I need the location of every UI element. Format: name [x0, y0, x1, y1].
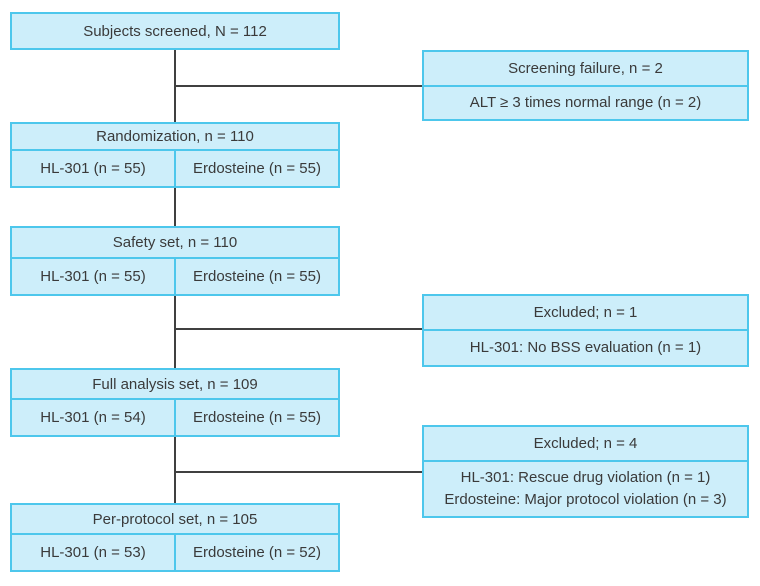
screening-failure-title: Screening failure, n = 2 — [508, 60, 663, 77]
randomization-box: Randomization, n = 110 HL-301 (n = 55) E… — [10, 122, 340, 188]
screening-failure-box: Screening failure, n = 2 ALT ≥ 3 times n… — [422, 50, 749, 121]
connector-randomization-to-safety — [174, 188, 176, 227]
subjects-screened-title: Subjects screened, N = 112 — [83, 22, 267, 40]
excluded-1-detail: HL-301: No BSS evaluation (n = 1) — [469, 338, 702, 356]
connector-full-analysis-to-per-protocol — [174, 437, 176, 503]
per-protocol-set-erdosteine-cell: Erdosteine (n = 52) — [174, 535, 338, 570]
per-protocol-set-hl301-cell: HL-301 (n = 53) — [40, 544, 146, 561]
screening-failure-detail: ALT ≥ 3 times normal range (n = 2) — [469, 93, 702, 111]
full-analysis-set-box: Full analysis set, n = 109 HL-301 (n = 5… — [10, 368, 340, 437]
full-analysis-set-hl301-cell: HL-301 (n = 54) — [40, 409, 146, 426]
subjects-screened-box: Subjects screened, N = 112 — [10, 12, 340, 50]
excluded-4-detail-erdosteine: Erdosteine: Major protocol violation (n … — [444, 491, 727, 508]
connector-branch-excluded-1 — [174, 328, 422, 330]
connector-branch-screening-failure — [174, 85, 422, 87]
connector-safety-to-full-analysis — [174, 296, 176, 368]
per-protocol-set-box: Per-protocol set, n = 105 HL-301 (n = 53… — [10, 503, 340, 572]
safety-set-box: Safety set, n = 110 HL-301 (n = 55) Erdo… — [10, 226, 340, 296]
per-protocol-set-title: Per-protocol set, n = 105 — [92, 510, 258, 528]
excluded-4-detail-hl301: HL-301: Rescue drug violation (n = 1) — [460, 468, 711, 486]
safety-set-title: Safety set, n = 110 — [112, 234, 238, 251]
excluded-1-title: Excluded; n = 1 — [533, 304, 638, 321]
randomization-hl301-cell: HL-301 (n = 55) — [40, 160, 146, 177]
connector-branch-excluded-4 — [174, 471, 422, 473]
safety-set-erdosteine-cell: Erdosteine (n = 55) — [174, 259, 338, 294]
randomization-erdosteine-cell: Erdosteine (n = 55) — [174, 151, 338, 186]
safety-set-hl301-cell: HL-301 (n = 55) — [40, 268, 146, 285]
excluded-1-box: Excluded; n = 1 HL-301: No BSS evaluatio… — [422, 294, 749, 367]
full-analysis-set-title: Full analysis set, n = 109 — [92, 375, 258, 393]
excluded-4-box: Excluded; n = 4 HL-301: Rescue drug viol… — [422, 425, 749, 518]
randomization-title: Randomization, n = 110 — [96, 128, 254, 145]
excluded-4-title: Excluded; n = 4 — [533, 435, 638, 452]
full-analysis-set-erdosteine-cell: Erdosteine (n = 55) — [174, 400, 338, 435]
